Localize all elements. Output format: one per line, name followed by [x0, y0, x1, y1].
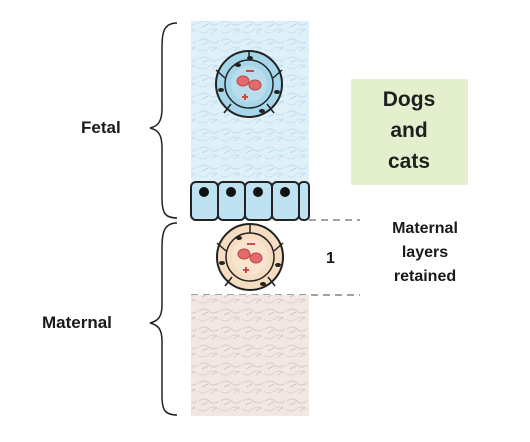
fetal-cell [215, 50, 283, 118]
fetal-epithelium [190, 181, 310, 221]
maternal-label: Maternal [42, 313, 112, 332]
maternal-brace [149, 222, 178, 416]
retained-line-2: layers [402, 244, 448, 261]
retained-line-3: retained [394, 268, 456, 285]
layer-count-label: 1 [326, 250, 335, 267]
fetal-label: Fetal [81, 118, 121, 137]
species-line-2: and [390, 119, 427, 142]
maternal-tissue [191, 295, 309, 416]
retained-line-1: Maternal [392, 220, 458, 237]
fetal-brace [149, 22, 178, 219]
species-line-3: cats [388, 150, 430, 173]
species-box [351, 79, 468, 185]
maternal-cell [216, 223, 284, 291]
species-line-1: Dogs [383, 88, 436, 111]
